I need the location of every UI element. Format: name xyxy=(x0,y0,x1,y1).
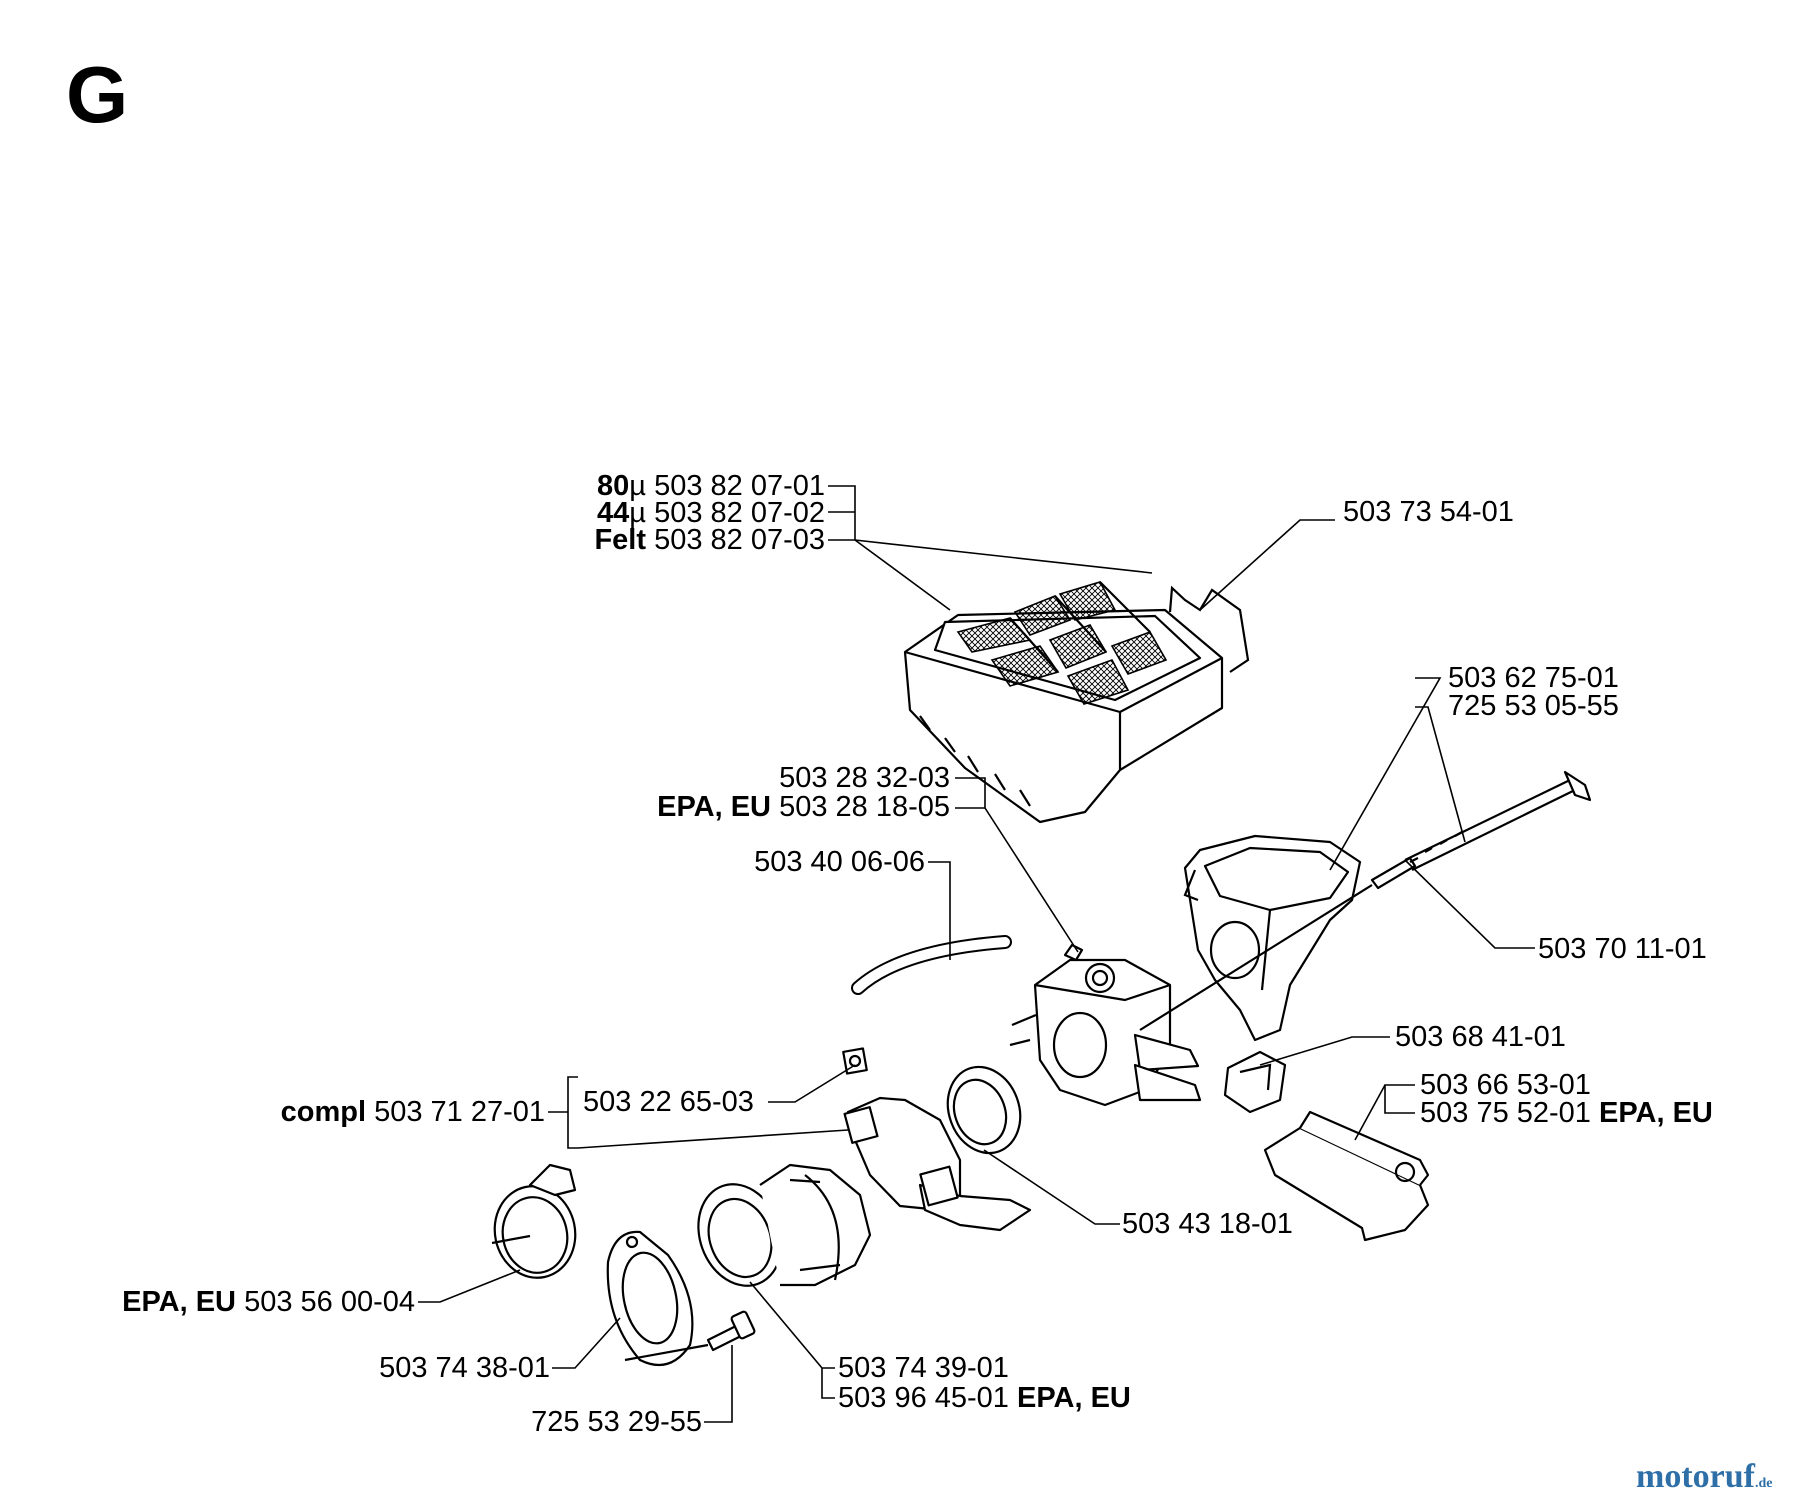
label-throttle-a[interactable]: 503 66 53-01 xyxy=(1420,1069,1591,1101)
label-screw[interactable]: 725 53 29-55 xyxy=(531,1406,702,1438)
label-nut[interactable]: 503 22 65-03 xyxy=(583,1086,754,1118)
intake-boot-part xyxy=(697,1163,872,1287)
fuel-hose-part xyxy=(851,935,1012,995)
gasket-ring-part xyxy=(946,1065,1022,1155)
label-filter-80[interactable]: 80µ 503 82 07-01 xyxy=(597,470,825,502)
label-intake-bolt-b[interactable]: 725 53 05-55 xyxy=(1448,690,1619,722)
leader-lines xyxy=(418,485,1535,1423)
bracket-part xyxy=(843,1096,1032,1232)
screw-part xyxy=(624,1310,756,1362)
label-flange[interactable]: 503 74 38-01 xyxy=(379,1352,550,1384)
intake-elbow-part xyxy=(1183,834,1362,1042)
intake-bolt-part xyxy=(1139,770,1592,1031)
section-letter: G xyxy=(66,50,129,139)
flange-part xyxy=(606,1230,694,1367)
label-carb-a[interactable]: 503 28 32-03 xyxy=(779,762,950,794)
label-choke-knob[interactable]: 503 68 41-01 xyxy=(1395,1021,1566,1053)
label-throttle-b[interactable]: 503 75 52-01 EPA, EU xyxy=(1420,1097,1713,1129)
label-intake-bolt-a[interactable]: 503 62 75-01 xyxy=(1448,662,1619,694)
label-fuel-hose[interactable]: 503 40 06-06 xyxy=(754,846,925,878)
air-filter-part xyxy=(903,581,1250,824)
hose-clamp-part xyxy=(491,1163,577,1279)
label-carb-b[interactable]: EPA, EU 503 28 18-05 xyxy=(657,791,950,823)
label-filter-44[interactable]: 44µ 503 82 07-02 xyxy=(597,497,825,529)
label-gasket-ring[interactable]: 503 43 18-01 xyxy=(1122,1208,1293,1240)
label-hose-clamp[interactable]: EPA, EU 503 56 00-04 xyxy=(122,1286,415,1318)
label-sleeve[interactable]: 503 70 11-01 xyxy=(1538,933,1707,965)
carburetor-part xyxy=(1009,943,1202,1107)
watermark: motoruf.de xyxy=(1636,1458,1773,1495)
nut-part xyxy=(842,1047,868,1075)
label-filter-felt[interactable]: Felt 503 82 07-03 xyxy=(594,524,825,556)
throttle-rod-part xyxy=(1263,1110,1430,1242)
label-intake-b[interactable]: 503 96 45-01 EPA, EU xyxy=(838,1382,1131,1414)
label-cover[interactable]: 503 73 54-01 xyxy=(1343,496,1514,528)
label-intake-a[interactable]: 503 74 39-01 xyxy=(838,1352,1009,1384)
choke-knob-part xyxy=(1223,1050,1287,1114)
label-bracket-compl[interactable]: compl 503 71 27-01 xyxy=(280,1096,545,1128)
